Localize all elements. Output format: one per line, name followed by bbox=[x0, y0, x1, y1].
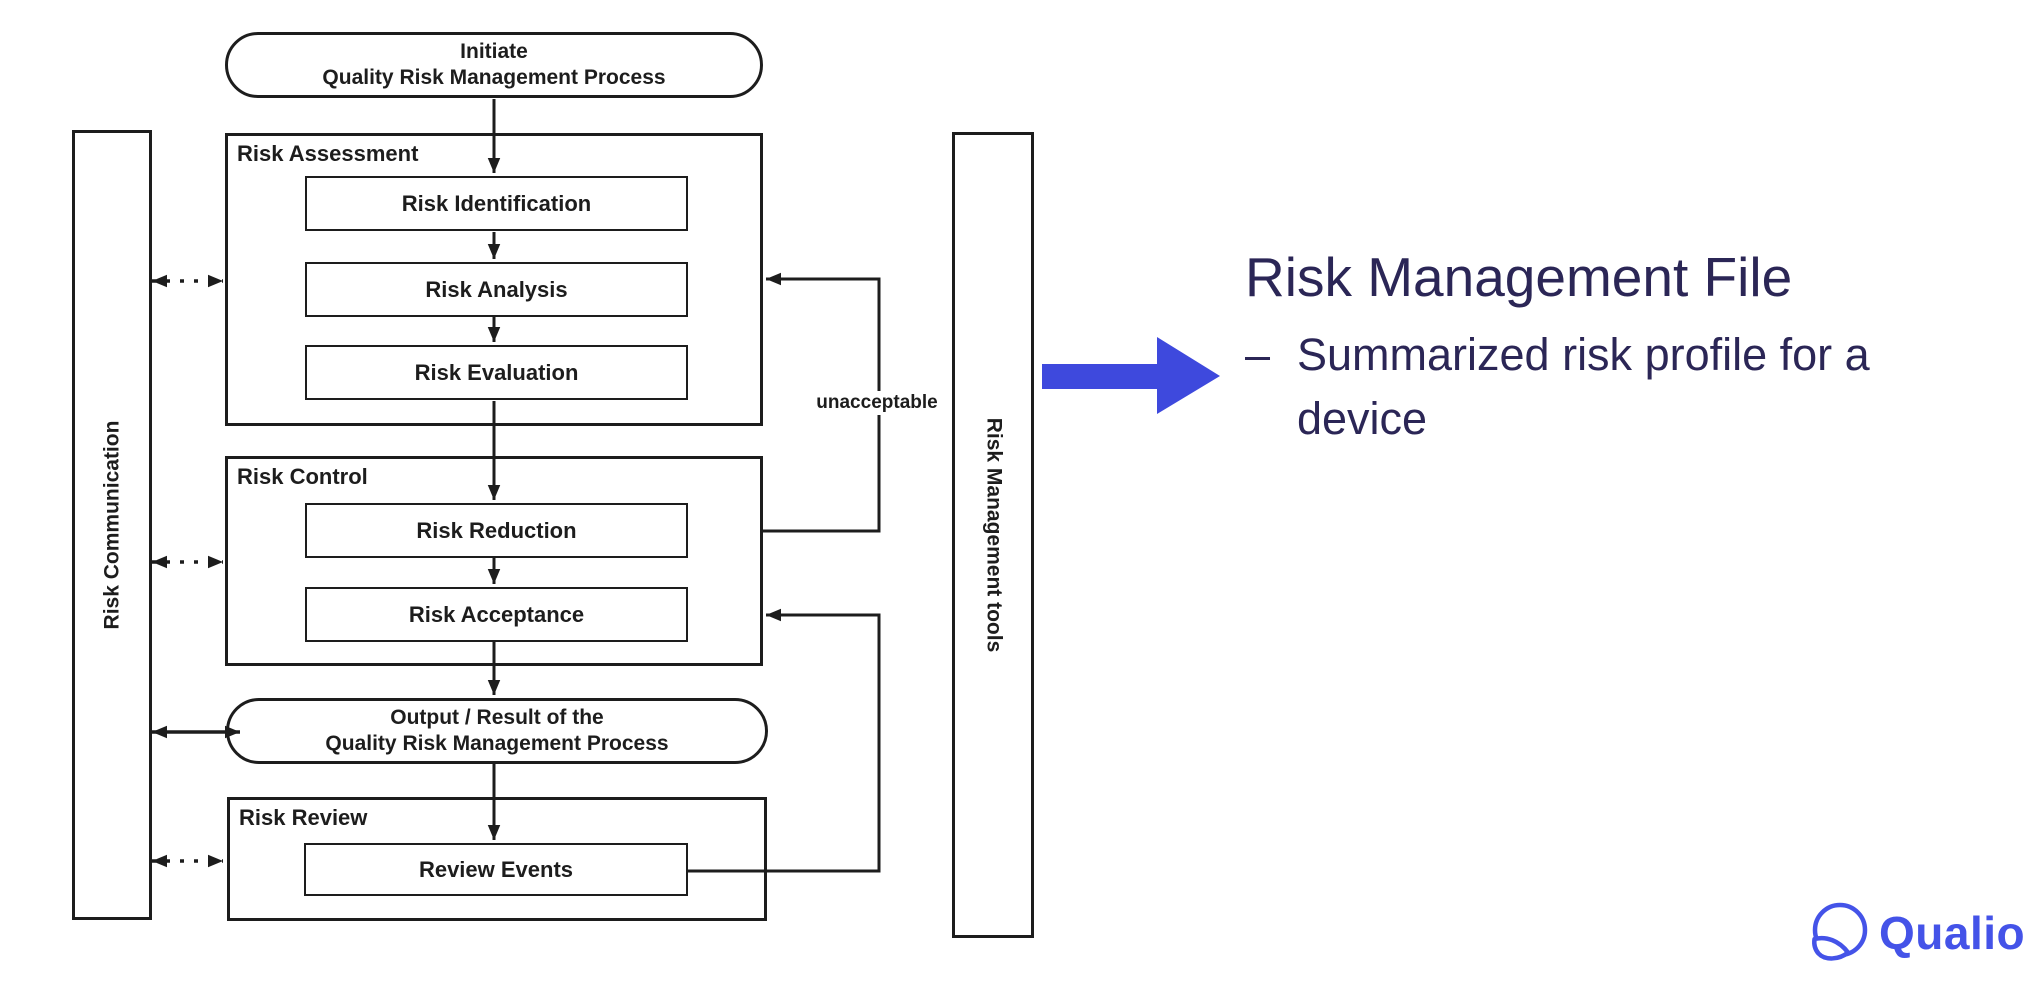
bullet-dash: – bbox=[1245, 329, 1271, 380]
risk-communication-bar: Risk Communication bbox=[72, 130, 152, 920]
annotation-bullet: – Summarized risk profile for a device bbox=[1245, 323, 1870, 451]
initiate-oval-line1: Initiate bbox=[460, 40, 528, 63]
qualio-logo: Qualio bbox=[1810, 902, 2025, 964]
initiate-oval-line2: Quality Risk Management Process bbox=[322, 66, 666, 89]
output-oval: Output / Result of the Quality Risk Mana… bbox=[226, 698, 768, 764]
output-oval-line2: Quality Risk Management Process bbox=[325, 732, 669, 755]
step-review-events: Review Events bbox=[304, 843, 688, 896]
step-risk-identification: Risk Identification bbox=[305, 176, 688, 231]
step-risk-reduction: Risk Reduction bbox=[305, 503, 688, 558]
risk-control-label: Risk Control bbox=[237, 464, 368, 489]
initiate-oval: Initiate Quality Risk Management Process bbox=[225, 32, 763, 98]
step-risk-analysis: Risk Analysis bbox=[305, 262, 688, 317]
risk-review-label: Risk Review bbox=[239, 805, 368, 830]
step-risk-evaluation: Risk Evaluation bbox=[305, 345, 688, 400]
unacceptable-label: unacceptable bbox=[812, 391, 942, 415]
risk-communication-label: Risk Communication bbox=[100, 420, 123, 630]
qualio-logo-text: Qualio bbox=[1879, 907, 2026, 959]
output-oval-line1: Output / Result of the bbox=[390, 706, 604, 729]
bullet-line2: device bbox=[1297, 393, 1428, 444]
step-risk-acceptance: Risk Acceptance bbox=[305, 587, 688, 642]
risk-management-tools-bar: Risk Management tools bbox=[952, 132, 1034, 938]
risk-assessment-label: Risk Assessment bbox=[237, 141, 419, 166]
risk-management-tools-label: Risk Management tools bbox=[982, 417, 1005, 653]
annotation-title: Risk Management File bbox=[1245, 246, 1793, 308]
callout-arrow bbox=[1042, 337, 1220, 414]
qualio-logo-icon bbox=[1812, 902, 1868, 961]
bullet-line1: Summarized risk profile for a bbox=[1297, 329, 1870, 380]
